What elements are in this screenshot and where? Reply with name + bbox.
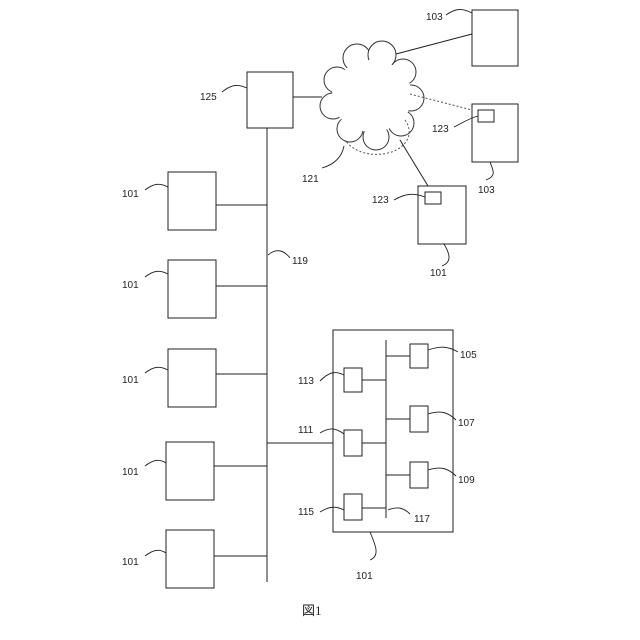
leader-101-detail [370, 532, 376, 560]
label-101-detail: 101 [356, 571, 373, 582]
component-box-109 [410, 462, 428, 488]
label-109: 109 [458, 475, 475, 486]
server-box-125 [247, 72, 293, 128]
label-103-top: 103 [426, 12, 443, 23]
leader-101-b [145, 271, 168, 277]
label-101-c: 101 [122, 375, 139, 386]
label-101-d: 101 [122, 467, 139, 478]
label-103-right: 103 [478, 185, 495, 196]
figure-caption: 図1 [302, 603, 322, 618]
leader-119 [268, 251, 290, 258]
terminal-box-101-b [168, 260, 216, 318]
label-123-mid: 123 [372, 195, 389, 206]
leader-101-e [145, 550, 166, 556]
leader-101-d [145, 460, 166, 466]
label-117: 117 [414, 514, 430, 525]
terminal-box-101-a [168, 172, 216, 230]
label-111: 111 [298, 425, 314, 436]
label-101-a: 101 [122, 189, 139, 200]
leader-125 [222, 85, 247, 92]
terminal-box-101-d [166, 442, 214, 500]
leader-103-top [446, 9, 472, 15]
network-cloud-121 [320, 41, 424, 150]
component-box-111 [344, 430, 362, 456]
component-box-107 [410, 406, 428, 432]
label-119: 119 [292, 256, 308, 267]
remote-box-103-top [472, 10, 518, 66]
component-box-105 [410, 344, 428, 368]
label-123-right: 123 [432, 124, 449, 135]
network-to-103-top-line [396, 34, 472, 54]
label-121: 121 [302, 174, 319, 185]
label-125: 125 [200, 92, 217, 103]
component-box-113 [344, 368, 362, 392]
terminal-box-101-c [168, 349, 216, 407]
network-to-101-mid-line [400, 140, 428, 186]
label-105: 105 [460, 350, 477, 361]
component-box-115 [344, 494, 362, 520]
leader-101-c [145, 367, 168, 373]
label-101-mid: 101 [430, 268, 447, 279]
leader-101-mid [442, 244, 449, 266]
leader-121 [322, 146, 344, 168]
label-115: 115 [298, 507, 314, 518]
terminal-box-101-e [166, 530, 214, 588]
label-107: 107 [458, 418, 475, 429]
module-box-123-right [478, 110, 494, 122]
label-101-b: 101 [122, 280, 139, 291]
leader-103-right [486, 162, 493, 180]
leader-101-a [145, 184, 168, 190]
label-101-e: 101 [122, 557, 139, 568]
module-box-123-mid [425, 192, 441, 204]
label-113: 113 [298, 376, 314, 387]
